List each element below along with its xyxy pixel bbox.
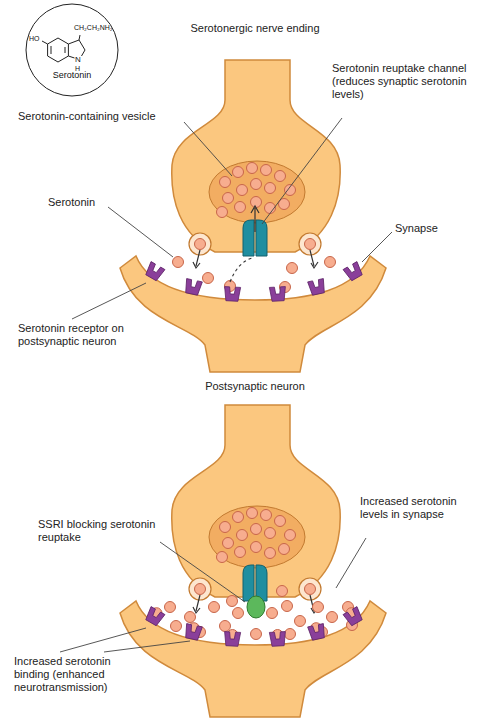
serotonin-receptor (343, 262, 364, 282)
serotonin-dot (165, 602, 176, 613)
synapse-normal (120, 60, 386, 372)
serotonin-dot (173, 257, 184, 268)
serotonin-dot (209, 602, 220, 613)
atom-label: HO (29, 35, 40, 43)
serotonin-dot (227, 596, 238, 607)
serotonin-dot (251, 542, 262, 553)
serotonin-dot (203, 273, 214, 284)
callout-label: Serotonergic nerve ending (190, 22, 320, 35)
serotonin-dot (251, 197, 262, 208)
serotonin-dot (220, 621, 231, 632)
callout-label: SSRI blocking serotonin reuptake (38, 518, 160, 544)
serotonin-dot (305, 239, 316, 250)
serotonin-receptor (308, 279, 327, 296)
serotonin-dot (237, 185, 248, 196)
serotonin-dot (220, 177, 231, 188)
serotonin-dot (287, 263, 298, 274)
serotonin-dot (285, 185, 296, 196)
serotonin-dot (217, 207, 228, 218)
callout-label: Serotonin reuptake channel (reduces syna… (332, 62, 470, 102)
serotonin-dot (267, 608, 278, 619)
molecule-structure (24, 2, 120, 98)
callout-label: Postsynaptic neuron (175, 380, 335, 393)
serotonin-receptor (144, 607, 165, 627)
serotonin-dot (251, 179, 262, 190)
serotonin-receptor (184, 279, 203, 296)
callout-label: Increased serotonin binding (enhanced ne… (14, 655, 136, 695)
serotonin-dot (220, 522, 231, 533)
serotonin-dot (223, 538, 234, 549)
serotonin-dot (325, 257, 336, 268)
serotonin-receptor (269, 287, 286, 302)
serotonin-receptor (144, 262, 165, 282)
serotonin-dot (217, 552, 228, 563)
serotonin-dot (237, 530, 248, 541)
serotonin-dot (235, 547, 246, 558)
serotonin-dot (265, 183, 276, 194)
serotonin-dot (251, 629, 262, 640)
synapse-ssri (120, 405, 386, 717)
serotonin-dot (277, 586, 288, 597)
serotonin-dot (285, 530, 296, 541)
serotonin-dot (285, 629, 296, 640)
serotonin-dot (327, 612, 338, 623)
serotonin-dot (233, 167, 244, 178)
serotonin-dot (279, 544, 290, 555)
callout-label: Increased serotonin levels in synapse (360, 495, 472, 521)
callout-label: Serotonin (48, 196, 118, 209)
serotonin-receptor (184, 624, 203, 641)
atom-label: N (75, 56, 81, 65)
callout-label: Synapse (395, 222, 465, 235)
serotonin-dot (171, 621, 182, 632)
leader-lines (60, 118, 392, 652)
atom-label: CH₂CH₂NH₂ (74, 24, 112, 32)
serotonin-dot (261, 165, 272, 176)
callout-label: Serotonin-containing vesicle (18, 110, 188, 123)
molecule-circle: HOCH₂CH₂NH₂NHSerotonin (24, 2, 120, 98)
serotonin-receptor (269, 632, 286, 647)
serotonin-dot (185, 612, 196, 623)
serotonin-receptor (343, 607, 364, 627)
serotonin-receptor (308, 624, 327, 641)
serotonin-dot (247, 163, 258, 174)
serotonin-dot (275, 171, 286, 182)
serotonin-dot (247, 508, 258, 519)
serotonin-dot (305, 584, 316, 595)
serotonin-dot (282, 601, 293, 612)
serotonin-dot (195, 584, 206, 595)
reuptake-path (230, 258, 252, 282)
serotonin-dot (275, 516, 286, 527)
serotonin-dot (235, 202, 246, 213)
serotonin-dot (195, 239, 206, 250)
serotonin-dot (313, 602, 324, 613)
ssri-molecule (247, 596, 265, 618)
serotonin-dot (223, 193, 234, 204)
serotonin-receptor (224, 287, 241, 302)
serotonin-dot (233, 608, 244, 619)
reuptake-arrow (251, 206, 259, 232)
serotonin-dot (233, 512, 244, 523)
serotonin-receptor (224, 632, 241, 647)
serotonin-dot (265, 528, 276, 539)
serotonin-molecules (151, 163, 358, 641)
serotonin-dot (261, 510, 272, 521)
molecule-name: Serotonin (38, 71, 106, 81)
serotonin-dot (251, 524, 262, 535)
serotonin-dot (265, 548, 276, 559)
callout-label: Serotonin receptor on postsynaptic neuro… (18, 322, 146, 348)
serotonin-dot (295, 616, 306, 627)
